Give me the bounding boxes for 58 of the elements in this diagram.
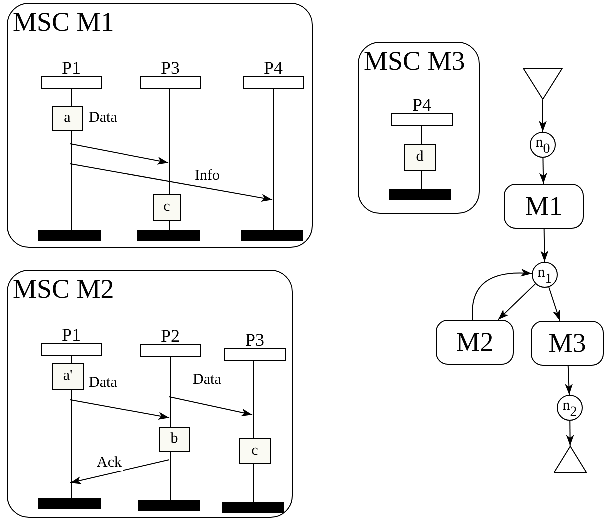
action-label: b — [170, 431, 178, 448]
connector-circle — [530, 132, 556, 158]
action-box — [159, 427, 190, 452]
instance-label: P4 — [412, 96, 432, 114]
action-label: a — [64, 110, 71, 127]
instance-label: P3 — [161, 59, 180, 77]
message-arrow — [70, 400, 170, 420]
flow-arrow — [540, 228, 549, 262]
reference-label: M3 — [548, 328, 586, 359]
connector-circle — [557, 395, 583, 421]
instance-end-bar — [137, 230, 200, 241]
instance-label: P2 — [161, 327, 180, 345]
instance-end-bar — [38, 230, 101, 241]
action-box — [153, 194, 181, 221]
flow-arrow — [548, 286, 561, 322]
flow-arrow — [566, 420, 574, 446]
instance-label: P1 — [62, 326, 81, 344]
instance-label: P4 — [264, 59, 283, 77]
frame-title: MSC M2 — [13, 274, 114, 304]
start-triangle — [523, 68, 563, 100]
flow-arrow — [565, 366, 574, 396]
msc-frame — [358, 42, 480, 214]
instance-end-bar — [389, 189, 451, 200]
action-box — [52, 363, 84, 390]
msc-reference-box — [531, 321, 604, 366]
msc-frame — [7, 270, 293, 518]
action-label: c — [252, 442, 258, 460]
message-arrow — [70, 144, 169, 165]
action-label: c — [164, 199, 170, 216]
message-label: Ack — [96, 455, 123, 471]
instance-end-bar — [222, 502, 284, 513]
flow-arrow — [472, 269, 533, 320]
reference-label: M2 — [456, 327, 494, 358]
msc-reference-box — [504, 184, 584, 229]
frame-title: MSC M3 — [364, 46, 466, 76]
instance-end-bar — [38, 498, 101, 509]
action-label: d — [416, 149, 424, 166]
frame-title: MSC M1 — [13, 7, 114, 37]
message-arrow — [70, 460, 170, 484]
message-arrow — [169, 396, 253, 417]
action-box — [404, 144, 436, 171]
flow-arrow — [539, 100, 547, 132]
flow-arrow — [539, 158, 548, 184]
action-label: a' — [63, 368, 73, 385]
instance-label: P3 — [246, 331, 264, 349]
instance-end-bar — [138, 500, 200, 511]
reference-label: M1 — [525, 191, 563, 222]
instance-label: P1 — [62, 59, 81, 77]
flow-arrow — [498, 284, 536, 320]
connector-circle — [532, 262, 558, 288]
action-box — [239, 438, 271, 464]
instance-end-bar — [241, 230, 303, 241]
lifeline — [273, 89, 274, 230]
action-box — [52, 106, 83, 131]
message-arrow — [70, 164, 273, 202]
end-triangle — [554, 446, 587, 473]
msc-frame — [7, 3, 313, 248]
msc-reference-box — [436, 320, 514, 365]
